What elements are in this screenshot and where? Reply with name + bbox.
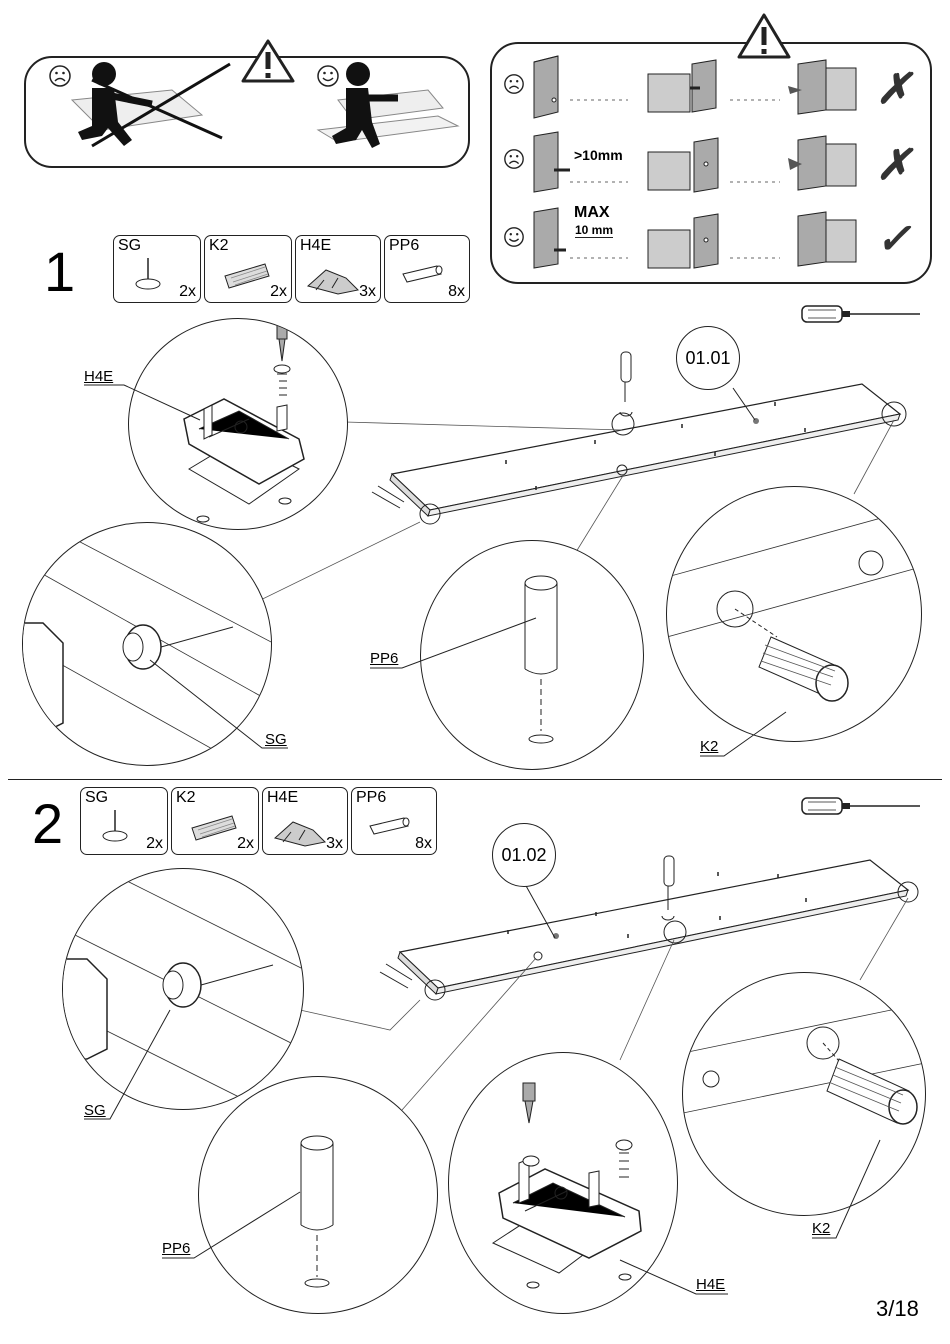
page-number: 3/18: [876, 1296, 919, 1322]
callout-line: [0, 0, 950, 780]
callout-line: [0, 780, 950, 1344]
